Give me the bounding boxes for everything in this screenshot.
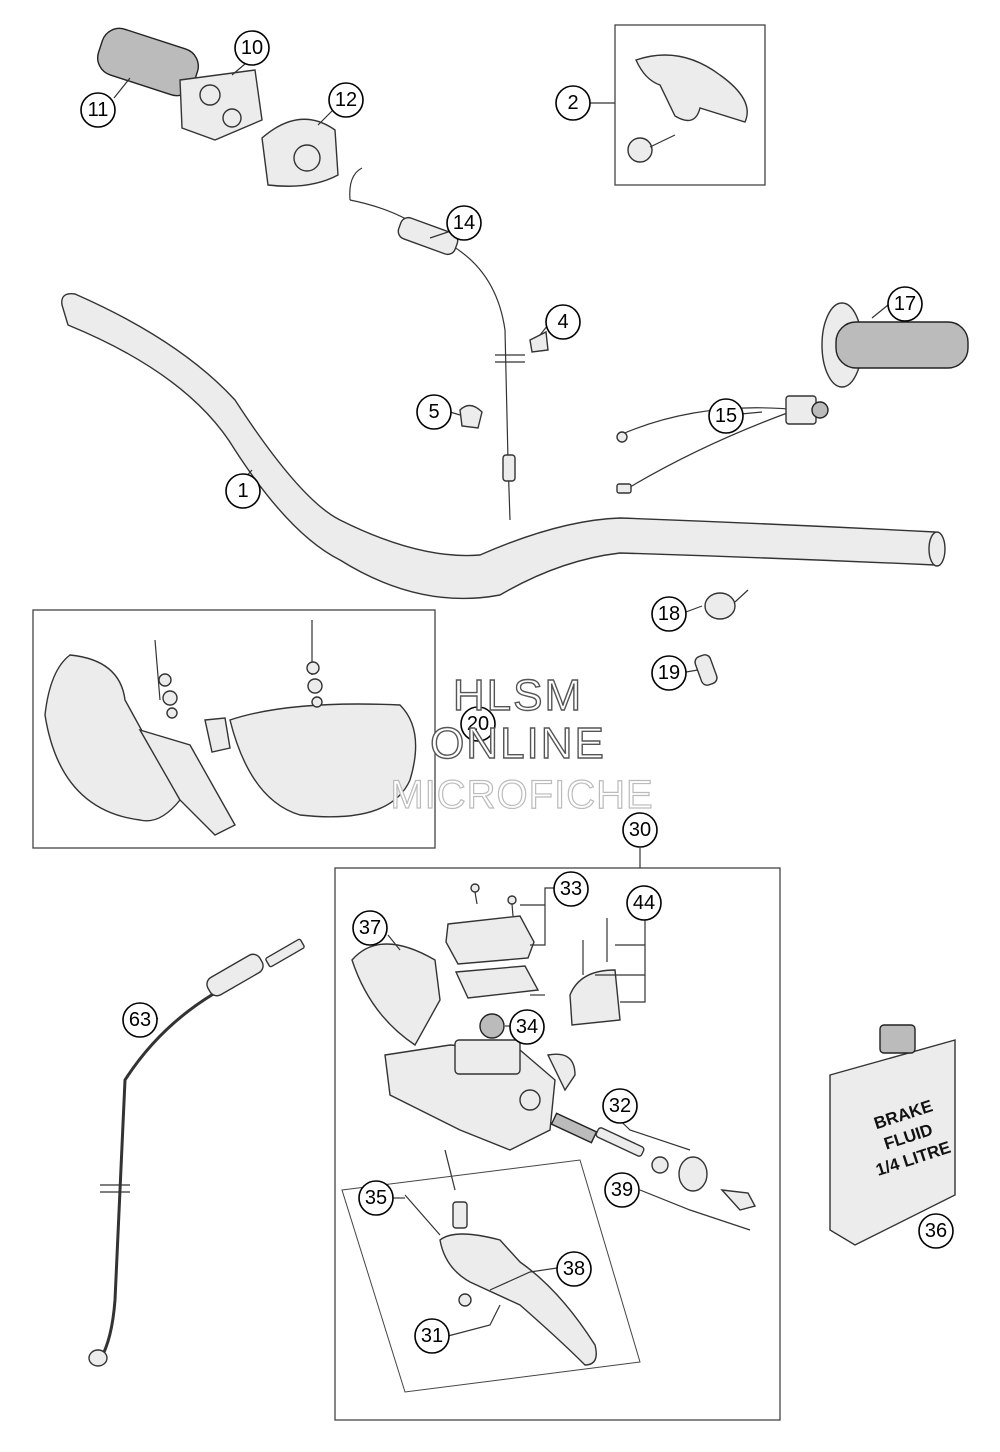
svg-text:33: 33: [560, 878, 582, 900]
callout-17: 17: [887, 286, 923, 322]
callout-15: 15: [708, 398, 744, 434]
svg-text:30: 30: [629, 819, 651, 841]
watermark-line3: MICROFICHE: [390, 773, 653, 817]
box-part-2: [614, 24, 766, 186]
callout-39: 39: [604, 1172, 640, 1208]
left-grip: [821, 302, 969, 388]
hydraulic-line: [88, 938, 305, 1367]
cable-tie-part-2: [627, 137, 653, 163]
throttle-cover-hole: [293, 144, 321, 172]
svg-text:1: 1: [237, 480, 248, 502]
svg-text:5: 5: [428, 401, 439, 423]
svg-text:44: 44: [633, 892, 655, 914]
callout-10: 10: [234, 30, 270, 66]
svg-text:19: 19: [658, 662, 680, 684]
handlebar: [61, 293, 936, 600]
callout-1: 1: [225, 473, 261, 509]
box-brake-assembly: [334, 867, 781, 1421]
throttle-cable-end: [502, 454, 516, 482]
callout-20: 20: [460, 706, 496, 742]
svg-text:4: 4: [557, 311, 568, 333]
callout-2: 2: [555, 85, 591, 121]
cable-cap: [529, 330, 549, 353]
kill-switch: [616, 395, 829, 494]
watermark-line1: HLSM: [453, 671, 583, 720]
callout-34: 34: [509, 1009, 545, 1045]
svg-text:35: 35: [365, 1187, 387, 1209]
reservoir-cover: [445, 883, 535, 965]
cable-tie: [704, 589, 749, 620]
reservoir-gasket: [454, 965, 540, 999]
cable-sleeve: [694, 654, 718, 686]
svg-text:17: 17: [894, 293, 916, 315]
svg-text:38: 38: [563, 1258, 585, 1280]
callout-33: 33: [553, 871, 589, 907]
svg-text:14: 14: [453, 212, 475, 234]
throttle-cable-sleeve: [397, 216, 459, 256]
brake-lever-guard: [351, 943, 441, 1047]
box-handguards: [32, 609, 436, 849]
svg-text:34: 34: [516, 1016, 538, 1038]
callout-32: 32: [602, 1088, 638, 1124]
callout-37: 37: [352, 910, 388, 946]
callout-44: 44: [626, 885, 662, 921]
svg-text:18: 18: [658, 603, 680, 625]
callout-30: 30: [622, 812, 658, 848]
svg-text:11: 11: [88, 99, 109, 121]
svg-text:2: 2: [567, 92, 578, 114]
callout-12: 12: [328, 82, 364, 118]
brake-lever: [341, 1149, 641, 1393]
throttle-wire: [349, 167, 363, 201]
callout-19: 19: [651, 655, 687, 691]
callout-36: 36: [918, 1213, 954, 1249]
cover-part-2: [635, 54, 748, 123]
handlebar-end: [928, 531, 946, 567]
handguard-left: [44, 639, 236, 836]
svg-text:20: 20: [467, 713, 489, 735]
callout-38: 38: [556, 1251, 592, 1287]
svg-text:32: 32: [609, 1095, 631, 1117]
brake-fluid-can: [829, 1024, 956, 1246]
svg-text:10: 10: [241, 37, 263, 59]
callout-35: 35: [358, 1180, 394, 1216]
piston-kit: [550, 1112, 757, 1211]
callout-5: 5: [416, 394, 452, 430]
handlebar-clamp: [569, 918, 621, 1026]
handguard-right: [204, 620, 417, 818]
callout-18: 18: [651, 596, 687, 632]
master-cylinder: [384, 1039, 576, 1151]
svg-text:37: 37: [359, 917, 381, 939]
callout-4: 4: [545, 304, 581, 340]
svg-text:39: 39: [611, 1179, 633, 1201]
svg-text:12: 12: [335, 89, 357, 111]
callout-63: 63: [122, 1002, 158, 1038]
callout-31: 31: [414, 1318, 450, 1354]
cable-clamp: [459, 404, 483, 429]
reservoir-diaphragm: [479, 1013, 505, 1039]
svg-text:15: 15: [715, 405, 737, 427]
svg-text:63: 63: [129, 1009, 151, 1031]
callout-11: 11: [80, 92, 116, 128]
svg-text:31: 31: [421, 1325, 443, 1347]
svg-text:36: 36: [925, 1220, 947, 1242]
watermark-line2: ONLINE: [430, 719, 606, 768]
throttle-grip: [97, 27, 263, 141]
callout-14: 14: [446, 205, 482, 241]
